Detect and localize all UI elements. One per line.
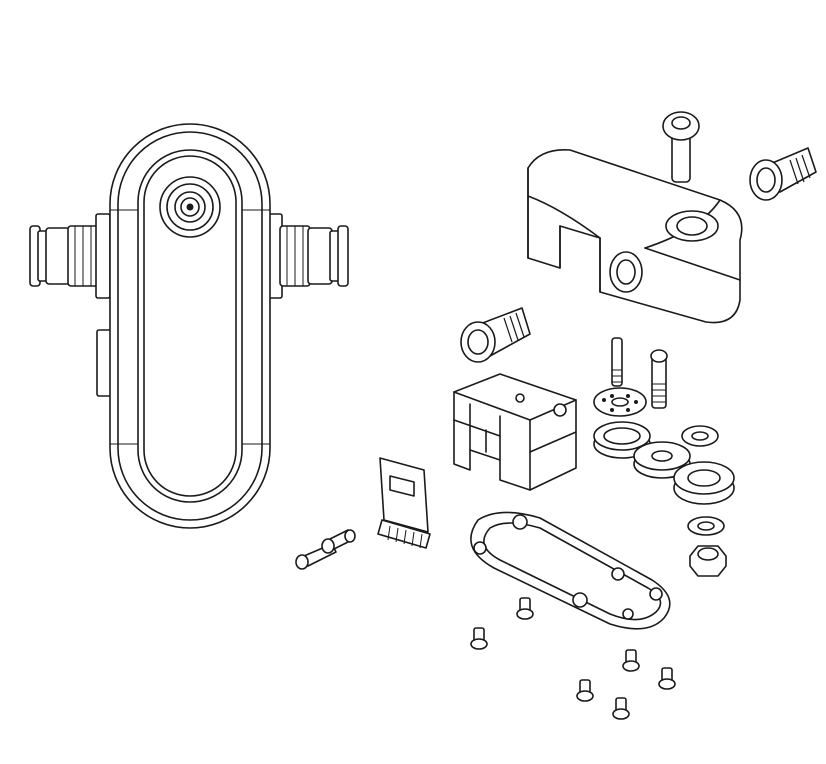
sensor-board <box>377 457 431 549</box>
pcb-screws <box>295 529 356 570</box>
sight-window <box>137 149 243 503</box>
push-fitting-left <box>460 307 531 363</box>
filter-block <box>453 373 577 491</box>
assembled-view <box>29 123 349 529</box>
center-port <box>159 176 221 238</box>
top-cap <box>527 149 743 324</box>
mount-screws <box>470 597 676 720</box>
left-push-fitting <box>29 213 111 299</box>
pins <box>611 337 668 409</box>
lock-nut <box>689 545 727 577</box>
exploded-view <box>295 111 817 720</box>
right-push-fitting <box>267 213 349 299</box>
push-fitting-top-right <box>749 147 817 201</box>
cap-screw <box>662 111 700 183</box>
washers <box>593 387 735 536</box>
cover-plate <box>470 511 671 630</box>
